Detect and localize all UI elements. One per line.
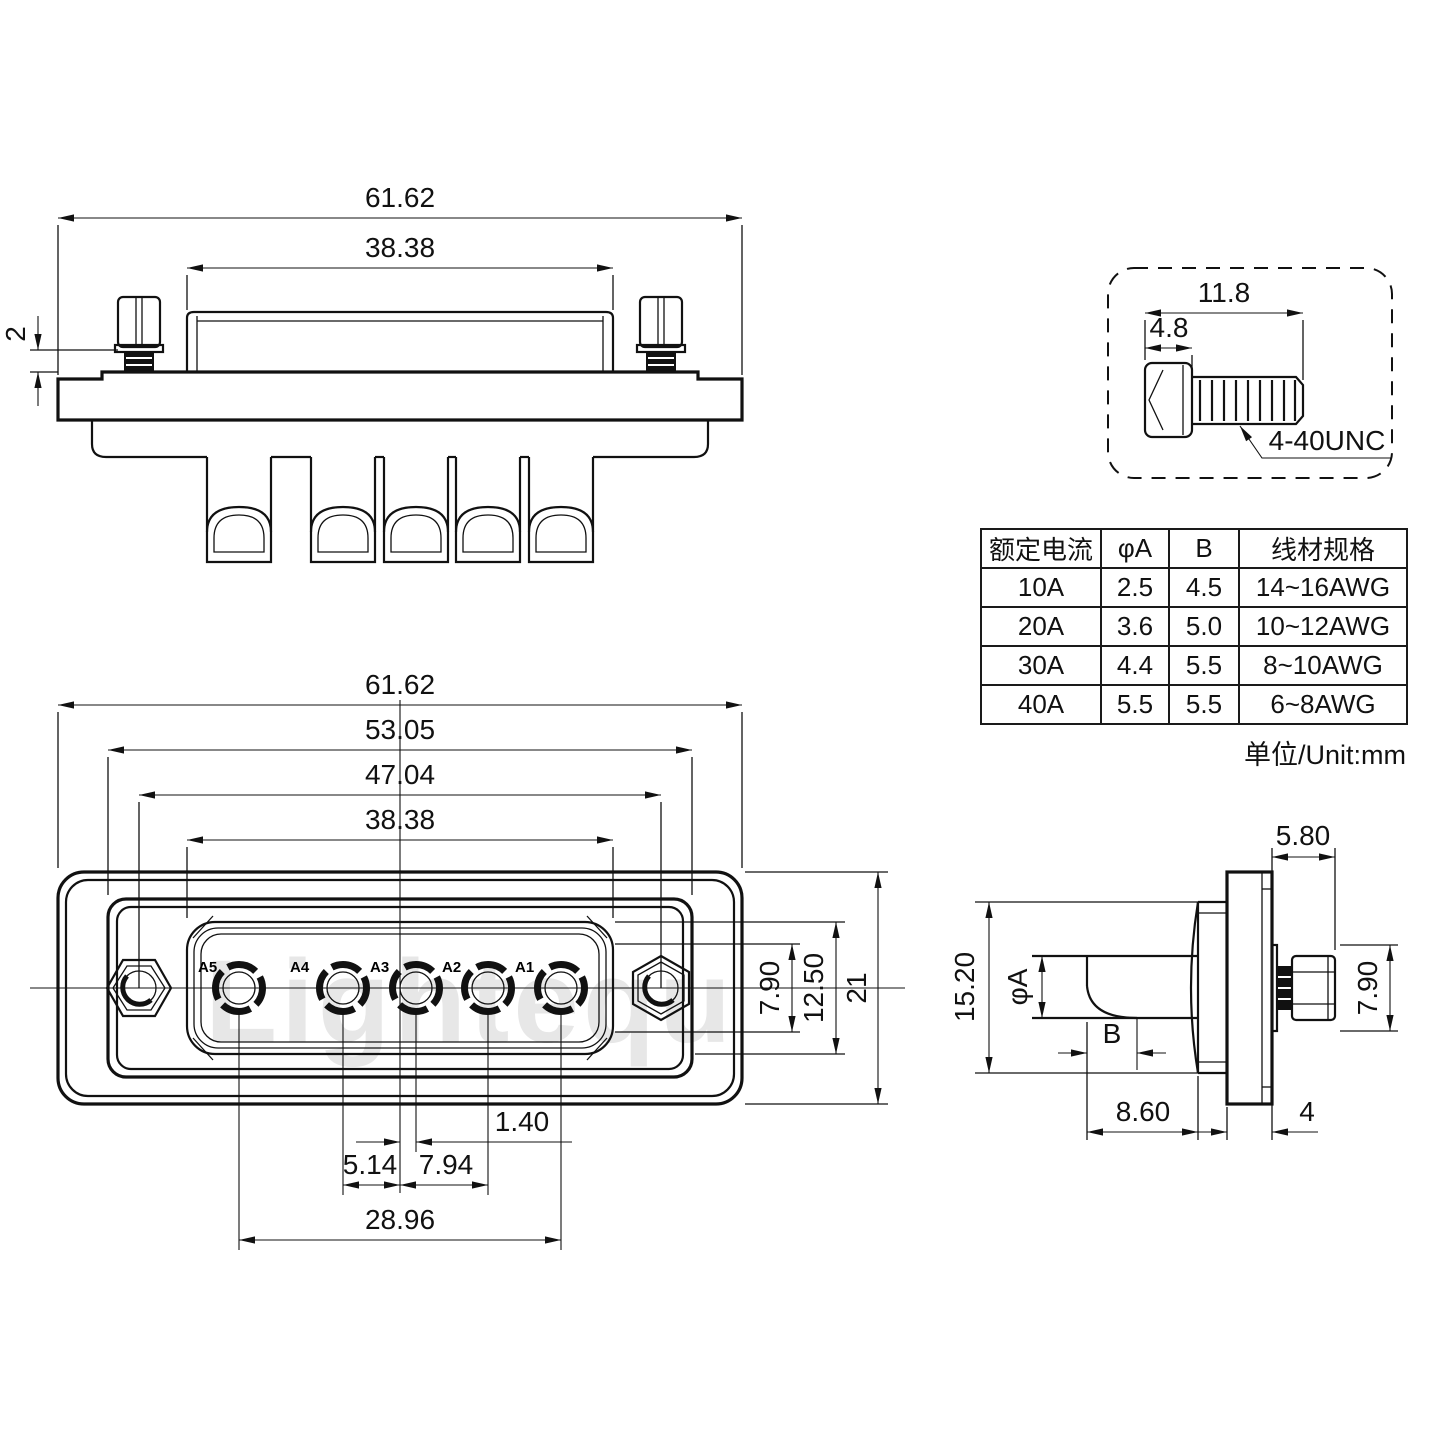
side-dim-shell-depth: 8.60 xyxy=(1116,1096,1171,1127)
table-cell: 14~16AWG xyxy=(1238,567,1408,608)
contact-pin-a3 xyxy=(389,961,443,1015)
top-view: 61.62 38.38 2 xyxy=(0,182,744,564)
top-flange xyxy=(56,370,744,422)
table-row: 40A 5.5 5.5 6~8AWG xyxy=(980,684,1408,725)
pin-label-a3: A3 xyxy=(370,959,389,976)
front-dim-mount-spacing: 47.04 xyxy=(365,759,435,790)
front-dim-insert-width: 38.38 xyxy=(365,804,435,835)
table-cell: 5.5 xyxy=(1168,684,1240,725)
table-cell: 4.5 xyxy=(1168,567,1240,608)
table-row: 10A 2.5 4.5 14~16AWG xyxy=(980,567,1408,608)
contact-pin-a2 xyxy=(461,961,515,1015)
watermark-text: Lightequ xyxy=(205,936,735,1068)
right-jack-screw xyxy=(635,295,687,372)
front-dim-contact-span: 28.96 xyxy=(365,1204,435,1235)
solder-cup-a4 xyxy=(309,457,377,564)
table-cell: 4.4 xyxy=(1100,645,1170,686)
table-header-row: 额定电流 φA B 线材规格 xyxy=(980,528,1408,569)
contact-pin-a4 xyxy=(316,961,370,1015)
front-dim-center-to-a2: 7.94 xyxy=(419,1149,474,1180)
unit-note: 单位/Unit:mm xyxy=(1244,740,1406,770)
front-dim-flange-width: 53.05 xyxy=(365,714,435,745)
side-jack-screw xyxy=(1270,943,1337,1033)
front-dim-a3-offset: 1.40 xyxy=(495,1106,550,1137)
contact-pin-a5 xyxy=(212,961,266,1015)
side-rear-shell xyxy=(1189,900,1227,1075)
table-cell: 6~8AWG xyxy=(1238,684,1408,725)
table-header-wire-gauge: 线材规格 xyxy=(1238,528,1408,569)
screw-detail-view: 11.8 4.8 4-40UNC xyxy=(1107,267,1393,479)
detail-dim-total-length: 11.8 xyxy=(1198,277,1250,308)
side-dim-shell-height: 15.20 xyxy=(949,952,980,1022)
table-header-rated-current: 额定电流 xyxy=(980,528,1102,569)
solder-cup-a3 xyxy=(382,457,450,564)
table-cell: 3.6 xyxy=(1100,606,1170,647)
front-dim-contact-row-height: 7.90 xyxy=(754,961,785,1016)
table-header-phi-a: φA xyxy=(1100,528,1170,569)
table-cell: 5.5 xyxy=(1100,684,1170,725)
front-view: 61.62 53.05 47.04 38.38 xyxy=(30,669,905,1250)
front-dim-overall-width: 61.62 xyxy=(365,669,435,700)
top-dim-overall-width: 61.62 xyxy=(365,182,435,213)
mounting-nut-right xyxy=(631,954,691,1022)
right-screw-thread xyxy=(646,352,676,372)
spec-table: 额定电流 φA B 线材规格 10A 2.5 4.5 14~16AWG 20A … xyxy=(980,528,1408,725)
top-dim-screw-standoff: 2 xyxy=(0,326,31,342)
front-outer-shell xyxy=(56,870,744,1106)
contact-pin-a1 xyxy=(534,961,588,1015)
table-cell: 40A xyxy=(980,684,1102,725)
side-dim-boss-height: 7.90 xyxy=(1352,961,1383,1016)
table-cell: 20A xyxy=(980,606,1102,647)
pin-label-a1: A1 xyxy=(515,959,534,976)
table-cell: 2.5 xyxy=(1100,567,1170,608)
mating-shroud xyxy=(185,310,615,372)
table-cell: 10A xyxy=(980,567,1102,608)
mounting-nut-left xyxy=(105,958,173,1018)
table-header-b: B xyxy=(1168,528,1240,569)
pin-label-a4: A4 xyxy=(290,959,310,976)
side-dim-screw-protrusion: 5.80 xyxy=(1276,820,1331,851)
table-cell: 10~12AWG xyxy=(1238,606,1408,647)
detail-dim-head-length: 4.8 xyxy=(1150,312,1189,343)
pin-label-a2: A2 xyxy=(442,959,461,976)
detail-screw xyxy=(1143,361,1305,439)
table-cell: 8~10AWG xyxy=(1238,645,1408,686)
left-jack-screw xyxy=(113,295,165,372)
side-flange xyxy=(1225,870,1274,1106)
front-dim-insert-height: 12.50 xyxy=(798,953,829,1023)
side-view: 15.20 xyxy=(949,820,1398,1140)
side-label-contact-dia: φA xyxy=(1002,968,1033,1005)
front-dim-a4-to-center: 5.14 xyxy=(343,1149,398,1180)
table-row: 20A 3.6 5.0 10~12AWG xyxy=(980,606,1408,647)
front-dim-overall-height: 21 xyxy=(841,972,872,1003)
table-cell: 30A xyxy=(980,645,1102,686)
solder-cup-a1 xyxy=(527,457,595,564)
connector-insert xyxy=(185,915,615,1061)
pin-label-a5: A5 xyxy=(198,959,217,976)
thread-spec-label: 4-40UNC xyxy=(1269,425,1386,456)
table-cell: 5.0 xyxy=(1168,606,1240,647)
side-contact-section xyxy=(1032,954,1198,1020)
side-dim-flange-thickness: 4 xyxy=(1299,1096,1315,1127)
detail-dashed-border xyxy=(1107,267,1393,479)
side-label-hole-depth: B xyxy=(1103,1018,1122,1049)
table-row: 30A 4.4 5.5 8~10AWG xyxy=(980,645,1408,686)
left-screw-thread xyxy=(124,352,154,372)
top-dim-shroud-width: 38.38 xyxy=(365,232,435,263)
solder-cup-a2 xyxy=(454,457,522,564)
rear-body xyxy=(90,420,710,459)
solder-cup-a5 xyxy=(205,457,273,564)
table-cell: 5.5 xyxy=(1168,645,1240,686)
